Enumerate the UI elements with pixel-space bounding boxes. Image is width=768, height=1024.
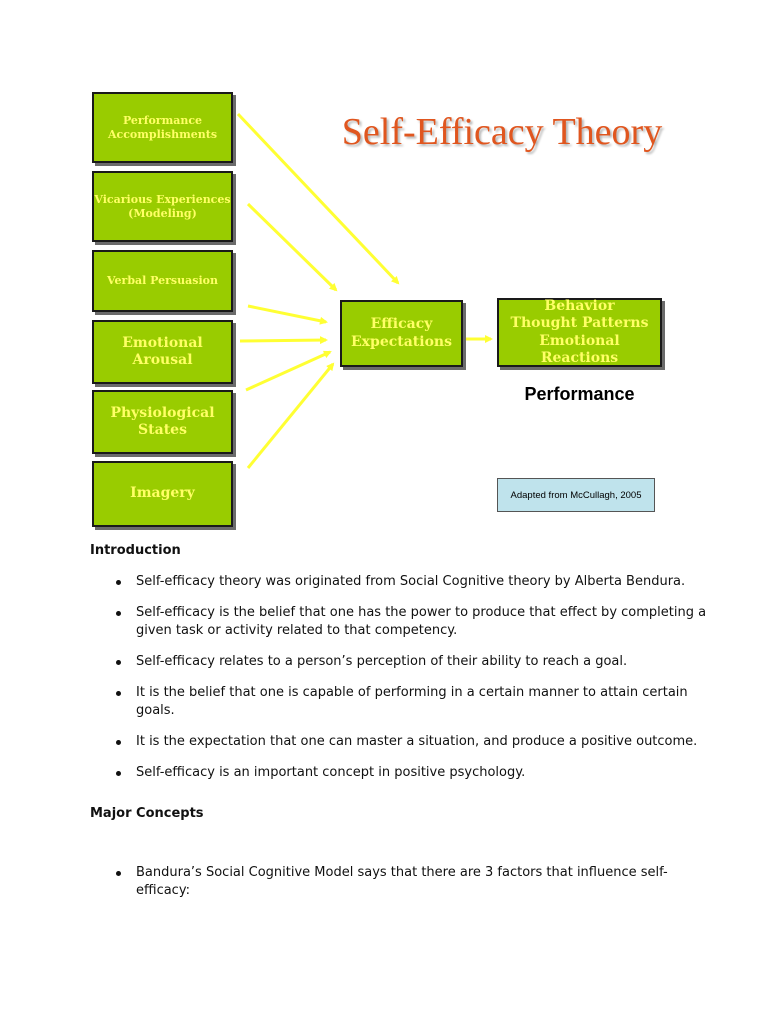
introduction-heading: Introduction: [90, 543, 181, 558]
list-item: Self-efficacy relates to a person’s perc…: [116, 653, 716, 671]
arrow-emotional-to-efficacy: [239, 336, 328, 345]
arrow-verbal-to-efficacy: [247, 304, 328, 325]
performance-label: Performance: [524, 384, 635, 404]
list-item: It is the belief that one is capable of …: [116, 684, 716, 720]
diagram-arrows: [236, 112, 493, 469]
source-credit: Adapted from McCullagh, 2005: [497, 478, 655, 512]
box-verbal-persuasion: Verbal Persuasion: [92, 250, 233, 312]
list-item: Bandura’s Social Cognitive Model says th…: [116, 864, 716, 900]
diagram-title: Self-Efficacy Theory: [341, 111, 663, 153]
list-item: Self-efficacy is an important concept in…: [116, 764, 716, 782]
major-concepts-list: Bandura’s Social Cognitive Model says th…: [112, 864, 716, 913]
box-emotional-arousal: Emotional Arousal: [92, 320, 233, 384]
source-credit-text: Adapted from McCullagh, 2005: [510, 489, 642, 501]
arrow-physiological-to-efficacy: [245, 350, 332, 392]
list-item: Self-efficacy theory was originated from…: [116, 573, 716, 591]
arrow-imagery-to-efficacy: [246, 362, 335, 469]
list-item: It is the expectation that one can maste…: [116, 733, 716, 751]
arrow-vicarious-to-efficacy: [246, 202, 338, 292]
arrow-performance-to-efficacy: [236, 112, 400, 285]
box-imagery: Imagery: [92, 461, 233, 527]
major-concepts-heading: Major Concepts: [90, 806, 204, 821]
introduction-list: Self-efficacy theory was originated from…: [112, 573, 716, 795]
list-item: Self-efficacy is the belief that one has…: [116, 604, 716, 640]
box-vicarious-experiences: Vicarious Experiences(Modeling): [92, 171, 233, 242]
